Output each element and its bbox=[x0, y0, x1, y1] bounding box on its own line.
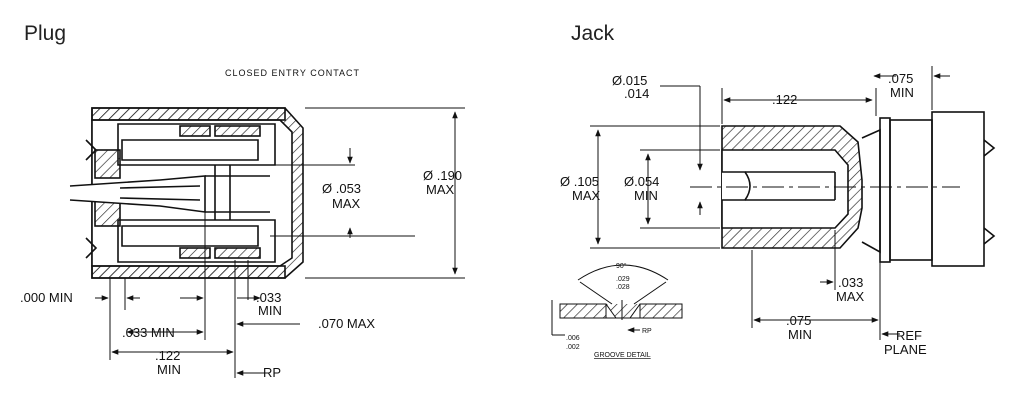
jack-dim-054-a: Ø.054 bbox=[624, 174, 659, 189]
jack-dim-015-b: .014 bbox=[624, 86, 649, 101]
groove-d2: .002 bbox=[566, 344, 580, 351]
groove-d1: .006 bbox=[566, 335, 580, 342]
jack-dim-015-a: Ø.015 bbox=[612, 73, 647, 88]
plug-drawing bbox=[69, 107, 465, 378]
groove-title: GROOVE DETAIL bbox=[594, 352, 651, 359]
plug-dim-122-b: MIN bbox=[157, 362, 181, 377]
plug-dim-190-b: MAX bbox=[426, 182, 455, 197]
plug-dim-033a-a: .033 bbox=[256, 290, 281, 305]
plug-dim-053-a: Ø .053 bbox=[322, 181, 361, 196]
jack-dim-105-a: Ø .105 bbox=[560, 174, 599, 189]
jack-drawing bbox=[590, 66, 996, 340]
plug-caption: CLOSED ENTRY CONTACT bbox=[225, 68, 360, 78]
plug-dim-033a-b: MIN bbox=[258, 303, 282, 318]
plug-dim-000: .000 MIN bbox=[20, 290, 73, 305]
jack-ref-b: PLANE bbox=[884, 342, 927, 357]
jack-dim-105-b: MAX bbox=[572, 188, 601, 203]
plug-heading: Plug bbox=[24, 22, 67, 45]
plug-dim-122-a: .122 bbox=[155, 348, 180, 363]
plug-dim-033b: .033 MIN bbox=[122, 325, 175, 340]
jack-dim-033-b: MAX bbox=[836, 289, 865, 304]
groove-rp: RP bbox=[642, 328, 652, 335]
jack-dim-075b-a: .075 bbox=[786, 313, 811, 328]
plug-dim-070: .070 MAX bbox=[318, 316, 375, 331]
plug-dim-190-a: Ø .190 bbox=[423, 168, 462, 183]
plug-contact-pin bbox=[69, 175, 206, 213]
plug-dimension-lines bbox=[95, 111, 458, 376]
jack-dim-033-a: .033 bbox=[838, 275, 863, 290]
jack-dim-054-b: MIN bbox=[634, 188, 658, 203]
jack-dimension-lines bbox=[595, 73, 950, 337]
plug-rp: RP bbox=[263, 365, 281, 380]
jack-dim-075a-a: .075 bbox=[888, 71, 913, 86]
groove-angle: 90° bbox=[616, 262, 627, 270]
groove-w1: .029 bbox=[616, 276, 630, 283]
jack-ref-a: REF bbox=[896, 328, 922, 343]
groove-w2: .028 bbox=[616, 284, 630, 291]
jack-dim-075a-b: MIN bbox=[890, 85, 914, 100]
plug-dim-053-b: MAX bbox=[332, 196, 361, 211]
jack-dim-122: .122 bbox=[772, 92, 797, 107]
jack-heading: Jack bbox=[571, 22, 615, 45]
jack-dim-075b-b: MIN bbox=[788, 327, 812, 342]
groove-detail bbox=[551, 264, 683, 336]
